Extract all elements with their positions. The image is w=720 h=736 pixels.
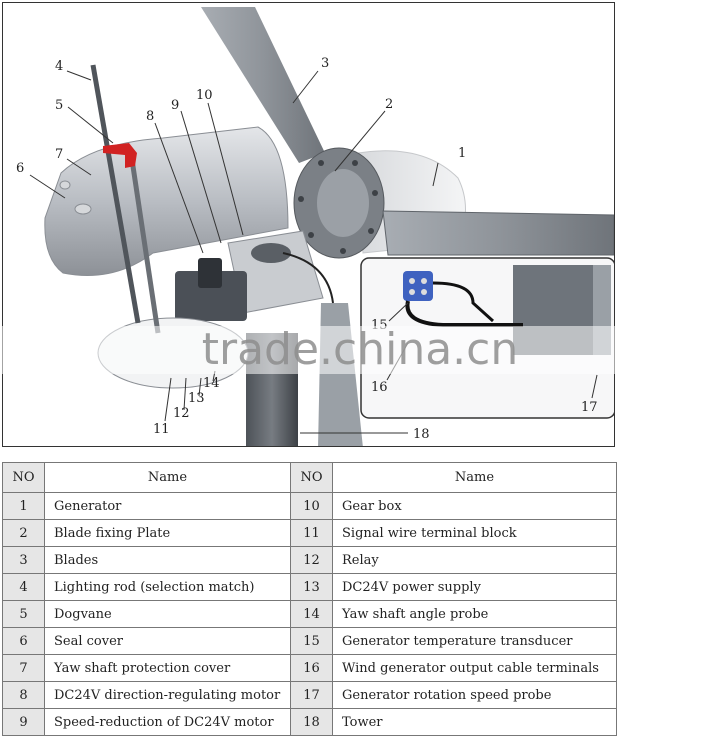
turbine-diagram: 1 2 3 4 5 6 7 8 9 10 11 12 13 14 15 16 1… bbox=[2, 2, 615, 447]
callout-13: 13 bbox=[188, 391, 205, 406]
row-no: 3 bbox=[2, 546, 45, 574]
callout-14: 14 bbox=[203, 376, 220, 391]
callout-12: 12 bbox=[173, 406, 190, 421]
row-name: Wind generator output cable terminals bbox=[332, 654, 617, 682]
lightning-rod bbox=[90, 64, 141, 324]
callout-1: 1 bbox=[458, 146, 466, 161]
callout-4: 4 bbox=[55, 59, 63, 74]
row-name: Generator rotation speed probe bbox=[332, 681, 617, 709]
table-row: 8 DC24V direction-regulating motor 17 Ge… bbox=[2, 681, 617, 709]
callout-3: 3 bbox=[321, 56, 329, 71]
turbine-illustration: 1 2 3 4 5 6 7 8 9 10 11 12 13 14 15 16 1… bbox=[16, 7, 614, 446]
header-no-left: NO bbox=[2, 462, 45, 493]
row-no: 7 bbox=[2, 654, 45, 682]
table-row: 1 Generator 10 Gear box bbox=[2, 492, 617, 520]
leader-lines bbox=[29, 70, 598, 434]
callout-8: 8 bbox=[146, 109, 154, 124]
header-no-right: NO bbox=[290, 462, 333, 493]
row-no: 12 bbox=[290, 546, 333, 574]
row-name: Tower bbox=[332, 708, 617, 736]
row-no: 8 bbox=[2, 681, 45, 709]
row-name: Gear box bbox=[332, 492, 617, 520]
header-name-left: Name bbox=[44, 462, 291, 493]
table-row: 7 Yaw shaft protection cover 16 Wind gen… bbox=[2, 654, 617, 682]
callout-5: 5 bbox=[55, 98, 63, 113]
row-name: Yaw shaft protection cover bbox=[44, 654, 291, 682]
callout-10: 10 bbox=[196, 88, 213, 103]
row-no: 10 bbox=[290, 492, 333, 520]
row-name: Relay bbox=[332, 546, 617, 574]
watermark-text: trade.china.cn bbox=[202, 324, 519, 375]
row-no: 2 bbox=[2, 519, 45, 547]
motor-shape bbox=[175, 271, 247, 321]
callout-18: 18 bbox=[413, 427, 430, 442]
row-no: 1 bbox=[2, 492, 45, 520]
row-no: 14 bbox=[290, 600, 333, 628]
callout-7: 7 bbox=[55, 147, 63, 162]
table-row: 6 Seal cover 15 Generator temperature tr… bbox=[2, 627, 617, 655]
row-name: Generator temperature transducer bbox=[332, 627, 617, 655]
row-no: 9 bbox=[2, 708, 45, 736]
row-no: 15 bbox=[290, 627, 333, 655]
row-no: 18 bbox=[290, 708, 333, 736]
row-name: Seal cover bbox=[44, 627, 291, 655]
row-no: 13 bbox=[290, 573, 333, 601]
row-name: Blade fixing Plate bbox=[44, 519, 291, 547]
parts-table: NO Name NO Name 1 Generator 10 Gear box … bbox=[2, 462, 617, 736]
callout-9: 9 bbox=[171, 98, 179, 113]
table-row: 2 Blade fixing Plate 11 Signal wire term… bbox=[2, 519, 617, 547]
row-name: Generator bbox=[44, 492, 291, 520]
header-name-right: Name bbox=[332, 462, 617, 493]
row-no: 4 bbox=[2, 573, 45, 601]
upper-blade bbox=[201, 7, 325, 163]
table-row: 9 Speed-reduction of DC24V motor 18 Towe… bbox=[2, 708, 617, 736]
row-name: Lighting rod (selection match) bbox=[44, 573, 291, 601]
callout-6: 6 bbox=[16, 161, 24, 176]
table-row: 3 Blades 12 Relay bbox=[2, 546, 617, 574]
row-name: Blades bbox=[44, 546, 291, 574]
watermark: trade.china.cn bbox=[0, 324, 620, 375]
callout-16: 16 bbox=[371, 380, 388, 395]
right-blade bbox=[382, 210, 614, 256]
row-name: DC24V direction-regulating motor bbox=[44, 681, 291, 709]
row-name: Speed-reduction of DC24V motor bbox=[44, 708, 291, 736]
row-no: 16 bbox=[290, 654, 333, 682]
table-row: 4 Lighting rod (selection match) 13 DC24… bbox=[2, 573, 617, 601]
callout-11: 11 bbox=[153, 422, 170, 437]
row-name: Yaw shaft angle probe bbox=[332, 600, 617, 628]
row-name: DC24V power supply bbox=[332, 573, 617, 601]
callout-17: 17 bbox=[581, 400, 598, 415]
row-no: 5 bbox=[2, 600, 45, 628]
row-name: Dogvane bbox=[44, 600, 291, 628]
callout-2: 2 bbox=[385, 97, 393, 112]
row-no: 11 bbox=[290, 519, 333, 547]
table-header-row: NO Name NO Name bbox=[2, 462, 617, 493]
dogvane-shape bbox=[103, 143, 137, 168]
row-no: 6 bbox=[2, 627, 45, 655]
row-no: 17 bbox=[290, 681, 333, 709]
row-name: Signal wire terminal block bbox=[332, 519, 617, 547]
table-row: 5 Dogvane 14 Yaw shaft angle probe bbox=[2, 600, 617, 628]
